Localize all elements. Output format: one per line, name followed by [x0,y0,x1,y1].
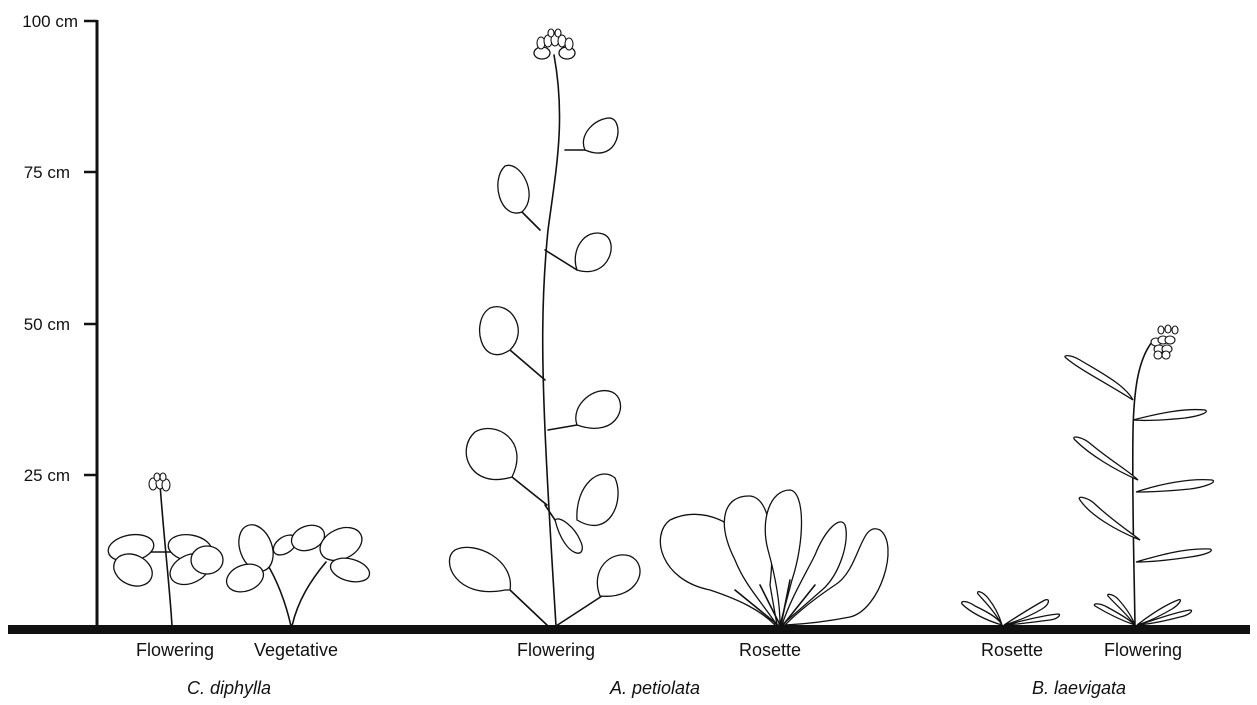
stage-label-b-laevigata-flowering: Flowering [1104,640,1182,660]
scale-label-100: 100 cm [22,12,78,31]
c-diphylla-flower-cluster [148,472,171,492]
a-petiolata-rosette-illustration [659,489,889,628]
stage-label-a-petiolata-flowering: Flowering [517,640,595,660]
b-laevigata-flower-cluster [1150,324,1179,360]
stage-label-a-petiolata-rosette: Rosette [739,640,801,660]
species-label-b-laevigata: B. laevigata [1032,678,1126,698]
b-laevigata-rosette-illustration [961,591,1061,627]
a-petiolata-flower-cluster [533,28,576,60]
c-diphylla-vegetative-illustration [225,524,371,627]
scale-label-75: 75 cm [24,163,70,182]
scale-label-50: 50 cm [24,315,70,334]
b-laevigata-flowering-illustration [1064,324,1215,627]
height-scale: 100 cm 75 cm 50 cm 25 cm [22,12,99,630]
stage-label-b-laevigata-rosette: Rosette [981,640,1043,660]
species-label-a-petiolata: A. petiolata [609,678,700,698]
scale-label-25: 25 cm [24,466,70,485]
ground-line [8,625,1250,634]
c-diphylla-flowering-illustration [107,472,224,627]
stage-label-c-diphylla-vegetative: Vegetative [254,640,338,660]
species-label-c-diphylla: C. diphylla [187,678,271,698]
stage-label-c-diphylla-flowering: Flowering [136,640,214,660]
a-petiolata-flowering-illustration [448,28,641,627]
